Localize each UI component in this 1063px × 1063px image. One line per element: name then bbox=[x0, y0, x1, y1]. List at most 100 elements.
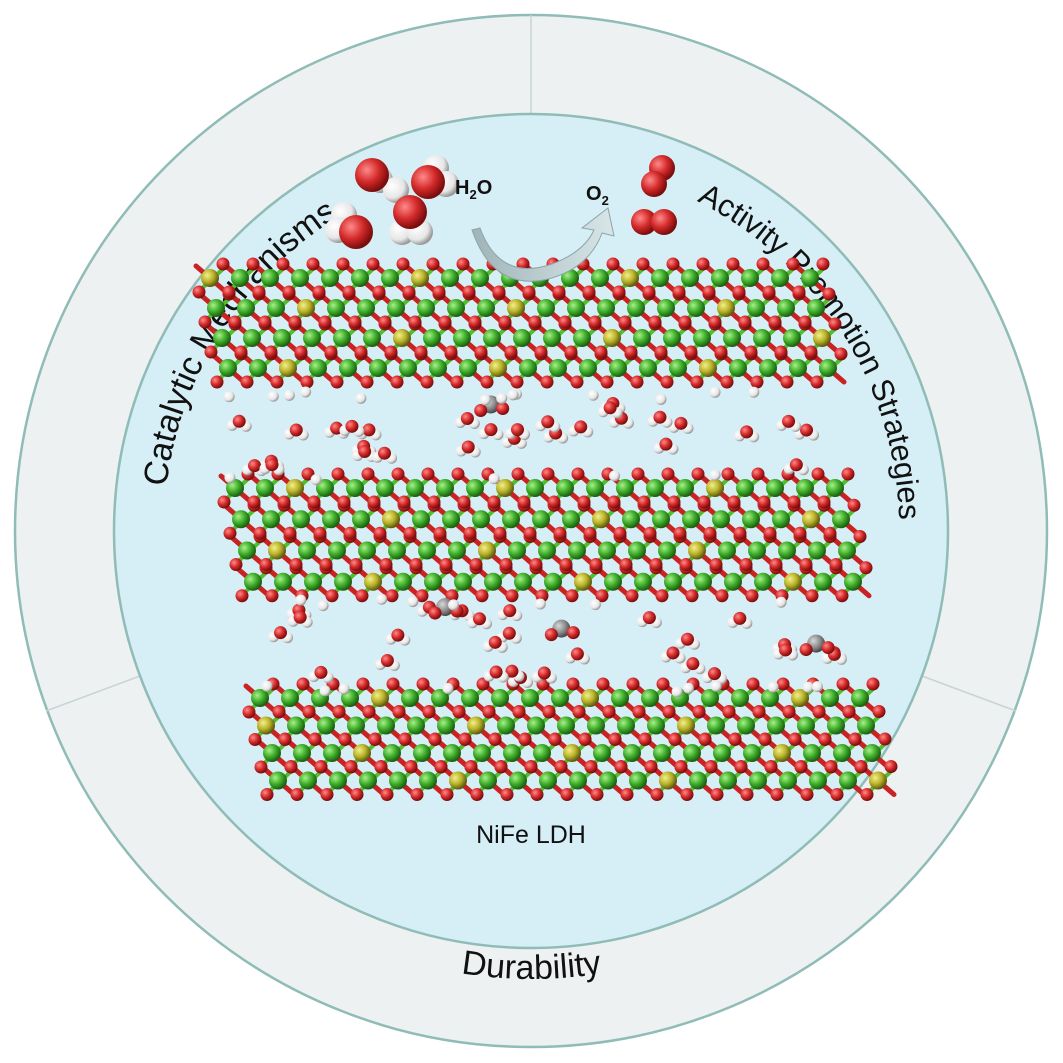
o-atom bbox=[662, 705, 676, 719]
ni-atom bbox=[543, 329, 561, 347]
ni-atom bbox=[424, 572, 442, 591]
o-atom bbox=[738, 315, 752, 329]
ring-divider-left bbox=[45, 675, 141, 712]
ni-atom bbox=[357, 299, 375, 317]
ni-atom bbox=[693, 329, 711, 347]
o-atom bbox=[702, 285, 716, 299]
o-atom bbox=[499, 558, 513, 571]
ni-atom bbox=[281, 689, 299, 707]
o-atom bbox=[752, 705, 766, 719]
o-atom bbox=[613, 526, 627, 540]
ni-atom bbox=[754, 572, 772, 591]
o-atom bbox=[234, 345, 248, 359]
o-atom bbox=[787, 495, 801, 509]
o-atom bbox=[345, 419, 359, 433]
o-atom bbox=[733, 611, 747, 625]
ni-atom bbox=[599, 771, 617, 790]
o-atom bbox=[590, 788, 604, 801]
ni-atom bbox=[502, 510, 520, 529]
o-atom bbox=[517, 495, 531, 509]
o-atom bbox=[589, 558, 603, 571]
h-atom bbox=[534, 598, 546, 610]
o-atom bbox=[504, 345, 518, 359]
o-atom bbox=[817, 495, 831, 509]
o-atom bbox=[296, 677, 310, 691]
h-atom bbox=[317, 600, 329, 612]
o-atom bbox=[571, 467, 585, 481]
o-atom bbox=[318, 315, 332, 329]
ni-atom bbox=[316, 479, 334, 497]
ni-atom bbox=[598, 541, 616, 560]
o-atom bbox=[276, 257, 290, 271]
o-atom bbox=[732, 285, 746, 299]
o-atom bbox=[540, 375, 554, 389]
ni-atom bbox=[814, 572, 832, 591]
o-atom bbox=[860, 788, 874, 801]
o-atom bbox=[500, 788, 514, 801]
o-atom bbox=[548, 733, 562, 746]
fe-atom bbox=[411, 269, 429, 287]
o-atom bbox=[452, 705, 466, 719]
o-atom bbox=[566, 626, 580, 640]
o-atom bbox=[487, 495, 501, 509]
o-atom bbox=[751, 467, 765, 481]
o-atom bbox=[464, 760, 478, 774]
o-atom bbox=[835, 589, 849, 603]
o-atom bbox=[373, 526, 387, 540]
o-atom bbox=[602, 705, 616, 719]
o-atom bbox=[324, 345, 338, 359]
ni-atom bbox=[556, 479, 574, 497]
ni-atom bbox=[419, 771, 437, 790]
ni-atom bbox=[766, 479, 784, 497]
o-atom bbox=[560, 788, 574, 801]
ni-atom bbox=[298, 541, 316, 560]
o-atom bbox=[745, 589, 759, 603]
ni-atom bbox=[509, 771, 527, 790]
o-atom bbox=[872, 705, 886, 718]
o-atom bbox=[607, 495, 621, 509]
o-atom bbox=[740, 788, 754, 801]
h-atom bbox=[376, 593, 388, 605]
ni-atom bbox=[213, 329, 231, 347]
o-atom bbox=[650, 788, 664, 801]
o-atom bbox=[642, 611, 656, 625]
o-atom bbox=[289, 423, 303, 437]
fe-atom bbox=[706, 479, 724, 497]
o-atom bbox=[600, 375, 614, 389]
o-atom bbox=[349, 558, 363, 571]
o-atom bbox=[769, 558, 783, 571]
o-atom bbox=[685, 589, 699, 603]
h-atom bbox=[682, 682, 694, 694]
o-atom bbox=[878, 732, 892, 746]
o-atom bbox=[404, 760, 418, 774]
o-atom bbox=[798, 315, 812, 329]
o-atom bbox=[332, 705, 346, 719]
ni-atom bbox=[839, 771, 857, 790]
ni-atom bbox=[431, 689, 449, 707]
o-atom bbox=[409, 558, 423, 571]
o-atom bbox=[313, 526, 327, 540]
o-atom bbox=[834, 347, 848, 361]
o-atom bbox=[192, 285, 206, 299]
fe-atom bbox=[563, 744, 581, 762]
o-atom bbox=[505, 664, 519, 678]
h-atom bbox=[507, 389, 519, 401]
ni-atom bbox=[521, 689, 539, 707]
ni-atom bbox=[681, 269, 699, 287]
ni-atom bbox=[251, 689, 269, 707]
o-atom bbox=[678, 315, 692, 329]
ni-atom bbox=[593, 744, 611, 762]
o-atom bbox=[884, 760, 898, 773]
o-atom bbox=[674, 416, 688, 430]
fe-atom bbox=[791, 689, 809, 707]
ni-atom bbox=[454, 572, 472, 591]
ni-atom bbox=[857, 716, 875, 735]
o-atom bbox=[308, 733, 322, 746]
o-atom bbox=[836, 677, 850, 691]
o-atom bbox=[433, 526, 447, 540]
ni-atom bbox=[597, 299, 615, 317]
o-atom bbox=[574, 420, 588, 434]
o-atom bbox=[480, 375, 494, 389]
ni-atom bbox=[407, 716, 425, 735]
